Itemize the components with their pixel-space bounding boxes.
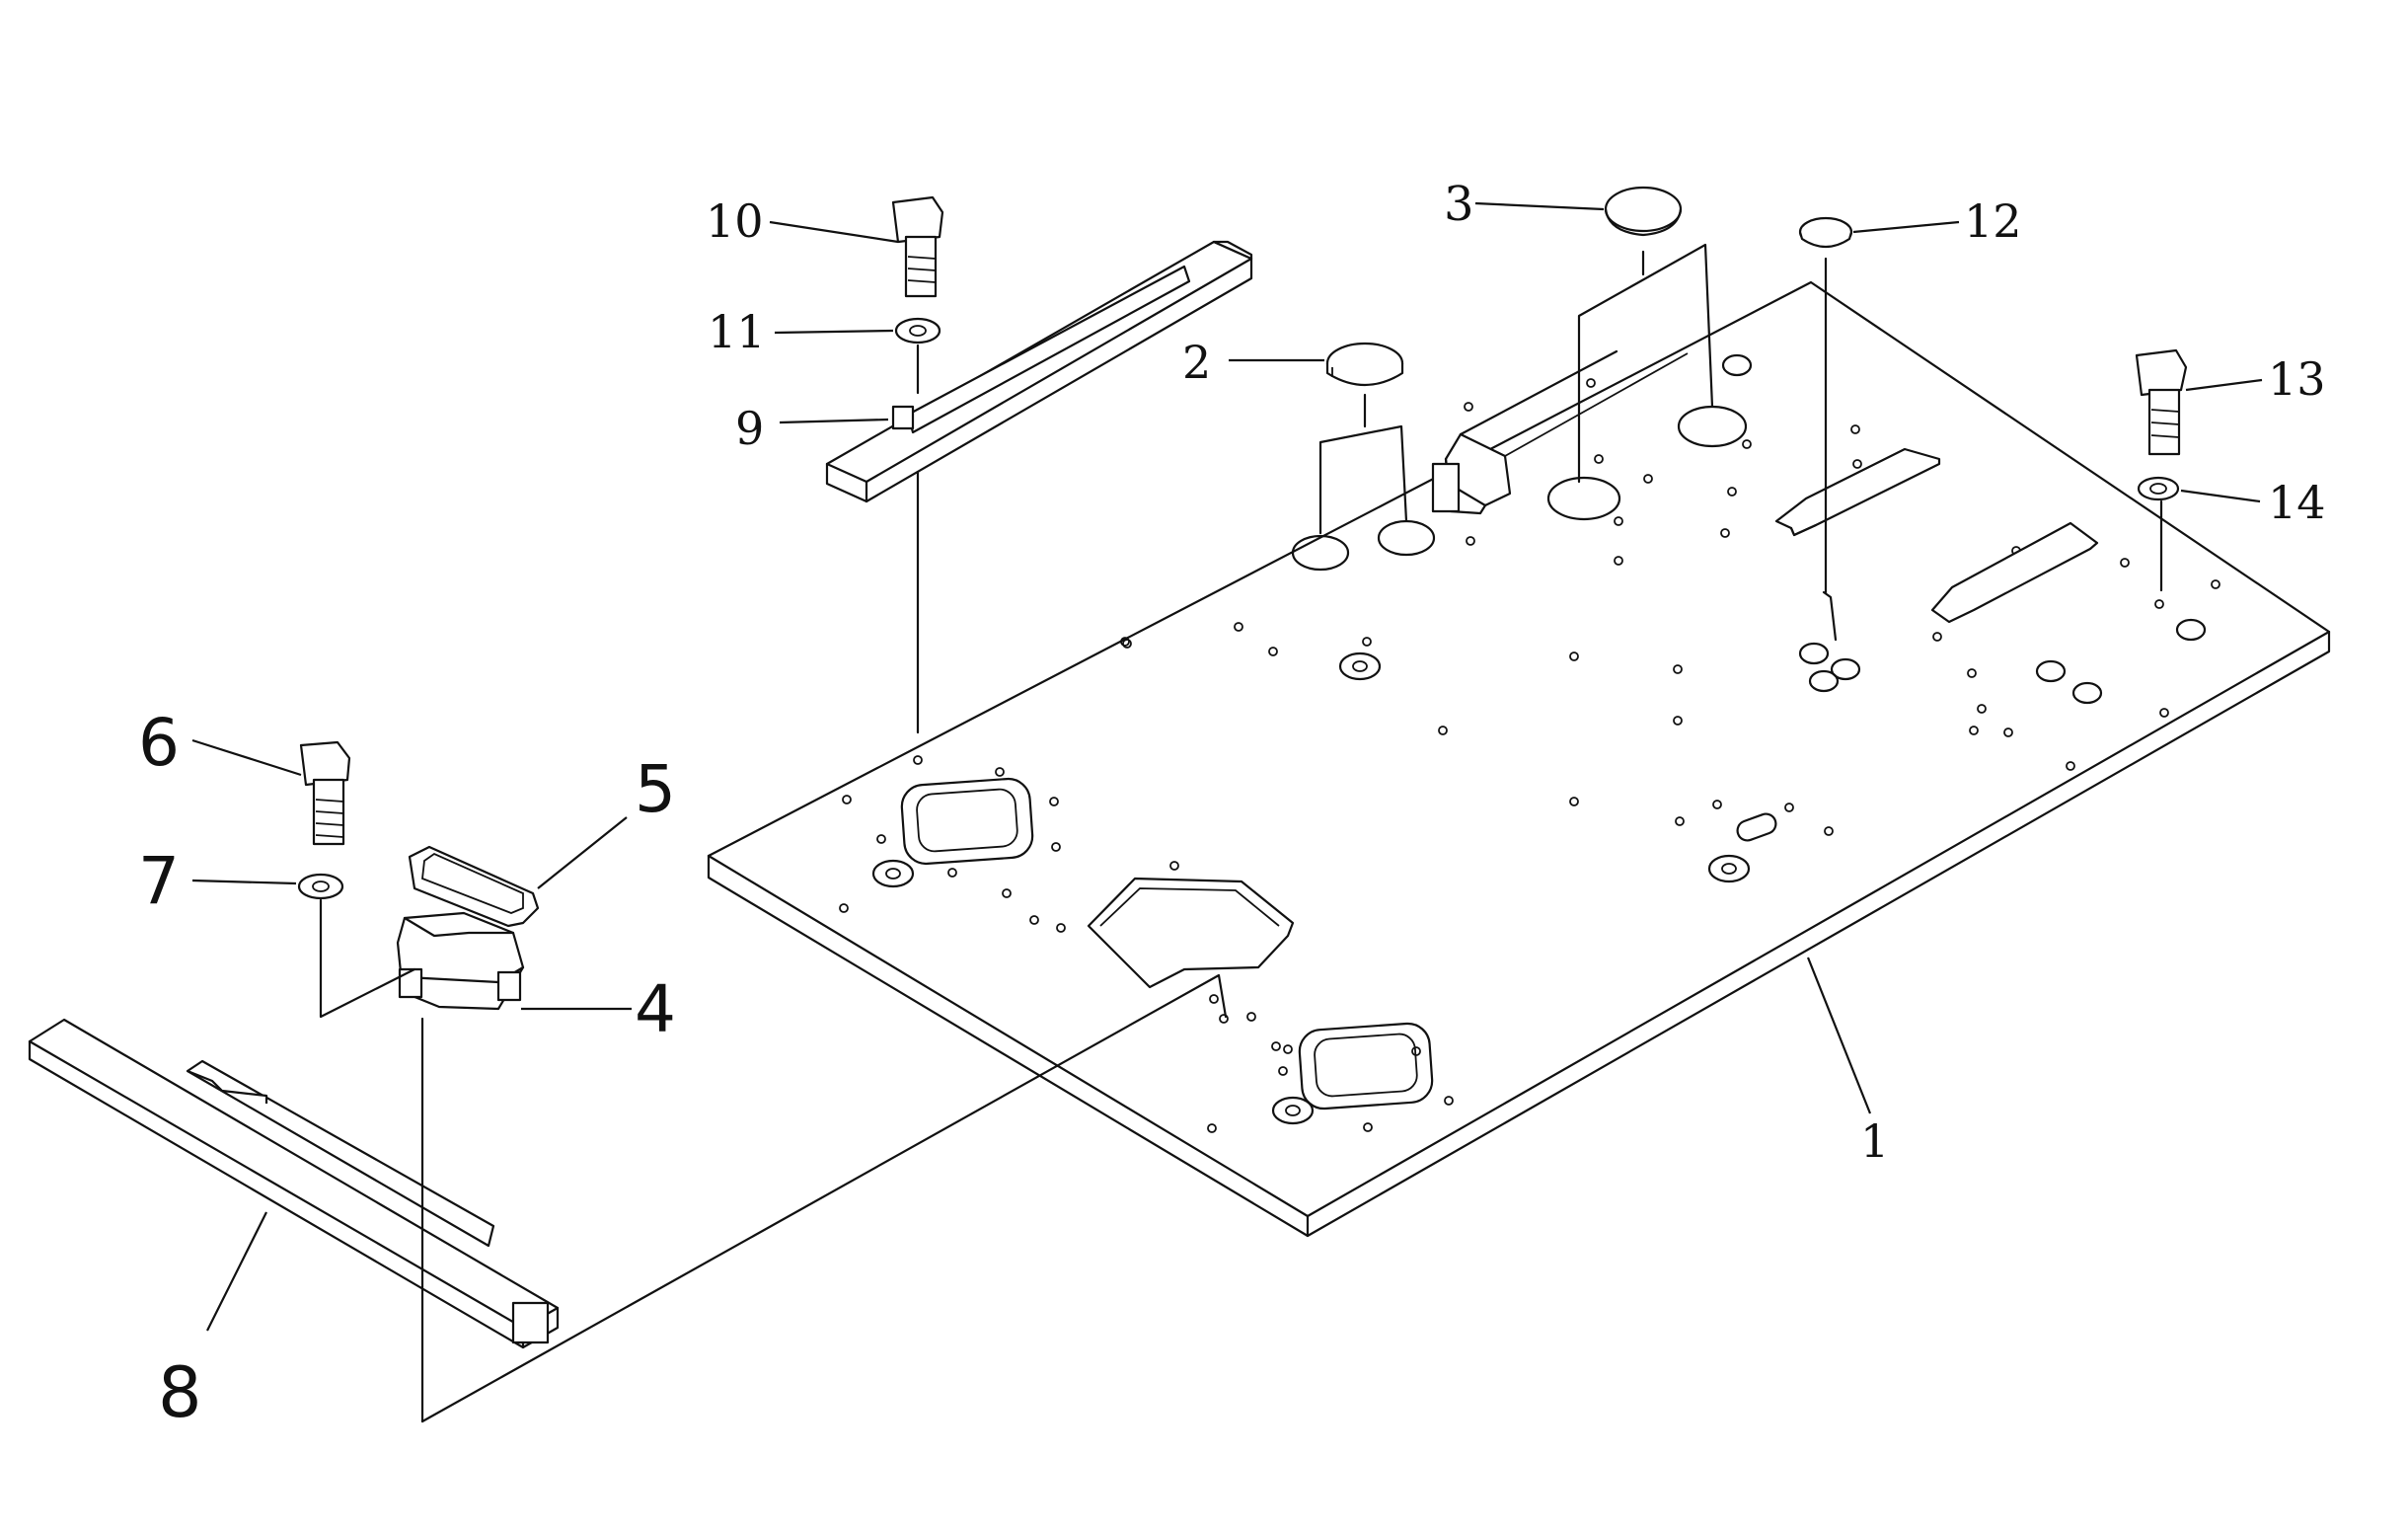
rail-lower: [28, 1018, 560, 1349]
callout-7: 7: [138, 843, 180, 919]
bolt-6: [299, 740, 351, 846]
washer-7: [297, 873, 344, 900]
washer-14: [2137, 476, 2180, 501]
callout-1: 1: [1860, 1114, 1889, 1168]
cover-5: [408, 845, 540, 928]
plug-3: [1604, 186, 1683, 237]
callout-5: 5: [635, 751, 676, 827]
plate-opening-large: [1087, 877, 1295, 989]
leader-lines: [191, 201, 2263, 1332]
callout-6: 6: [138, 705, 180, 781]
plug-12: [1798, 216, 1853, 249]
bolt-10: [891, 195, 944, 298]
callout-11: 11: [708, 305, 766, 358]
assembly-lines: [319, 243, 2163, 1423]
washer-11: [894, 317, 941, 345]
callout-2: 2: [1182, 336, 1211, 389]
plate-console-bracket: [1431, 349, 1689, 515]
callout-3: 3: [1444, 177, 1474, 232]
grommets: [871, 651, 1777, 1125]
plate-bracket-right-upper: [1774, 447, 1941, 537]
bolt-13: [2135, 348, 2188, 456]
callout-4: 4: [635, 971, 676, 1047]
callout-labels: 1 2 3 4 5 6 7 8 9 10 11 12 13 14: [138, 177, 2326, 1433]
callout-10: 10: [706, 194, 764, 248]
callout-9: 9: [735, 402, 764, 455]
floor-plate: [707, 280, 2331, 1238]
rail-upper: [825, 240, 1253, 503]
callout-14: 14: [2268, 476, 2326, 529]
plate-bracket-right-lower: [1930, 521, 2099, 624]
bracket-4: [396, 911, 525, 1011]
plate-opening-square-upper: [900, 777, 1034, 866]
plate-opening-square-lower: [1298, 1022, 1434, 1111]
callout-12: 12: [1964, 194, 2022, 248]
plug-2: [1325, 342, 1404, 387]
callout-8: 8: [158, 1352, 202, 1433]
callout-13: 13: [2268, 352, 2326, 406]
